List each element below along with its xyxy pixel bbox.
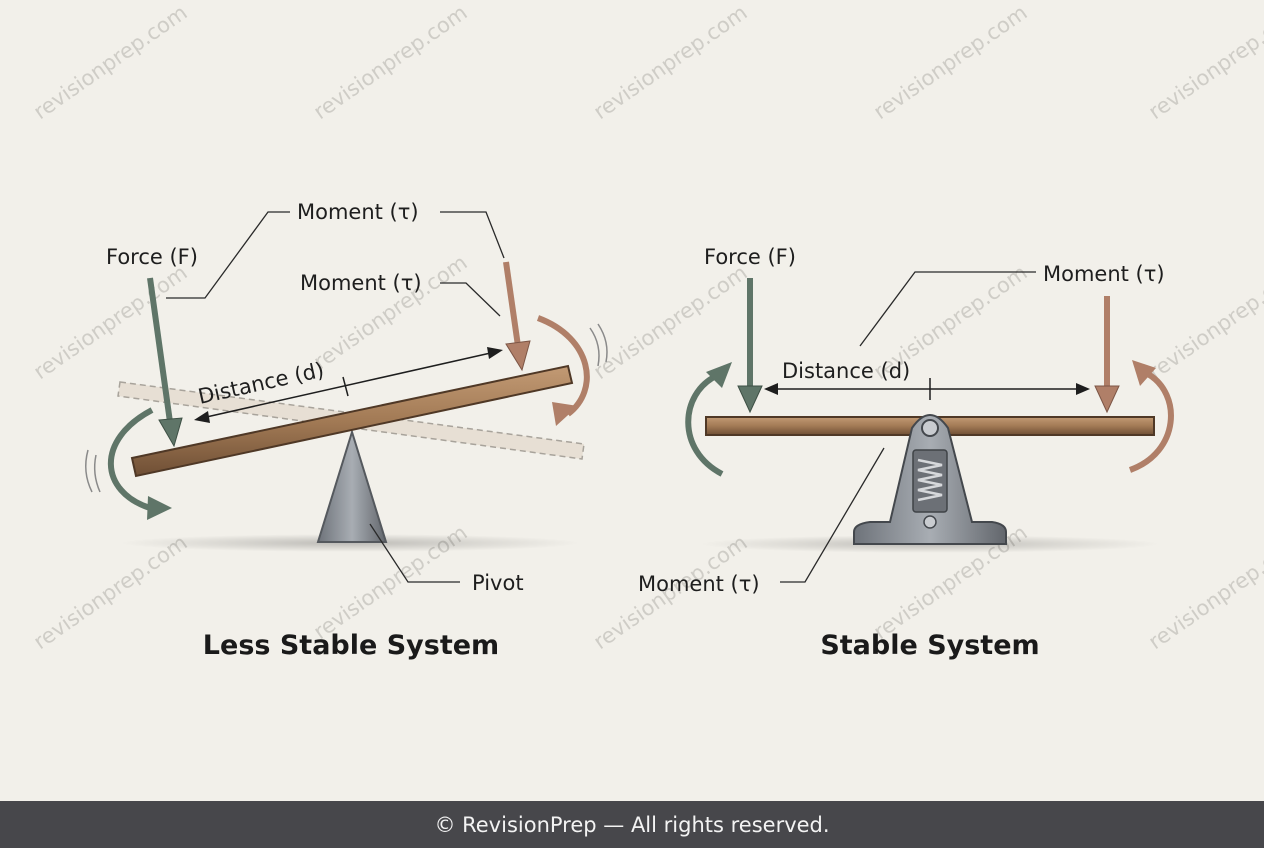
spring-support	[853, 414, 1007, 545]
watermark-text: revisionprep.com	[589, 0, 752, 124]
distance-dimension	[764, 378, 1090, 400]
right-panel-title: Stable System	[820, 630, 1039, 661]
moment-arrow	[1094, 296, 1120, 414]
distance-dimension	[194, 347, 503, 423]
leader-lines-right	[780, 271, 1036, 583]
moment-label-top: Moment (τ)	[297, 200, 419, 224]
curved-rotation-arrow-left	[685, 362, 732, 477]
pivot-label: Pivot	[472, 571, 524, 595]
right-panel: Force (F) Moment (τ) Distance (d) Moment…	[638, 245, 1174, 661]
curved-rotation-arrow-left	[107, 407, 172, 520]
force-label: Force (F)	[704, 245, 796, 269]
distance-label: Distance (d)	[782, 359, 910, 383]
force-arrow	[147, 277, 183, 448]
left-panel-title: Less Stable System	[203, 630, 499, 661]
watermark-text: revisionprep.com	[309, 250, 472, 374]
watermark-text: revisionprep.com	[1144, 530, 1264, 654]
pivot-triangle	[316, 428, 388, 543]
force-label: Force (F)	[106, 245, 198, 269]
motion-lines-right	[589, 323, 608, 367]
curved-rotation-arrow-right	[1128, 360, 1174, 473]
force-arrow	[737, 278, 763, 414]
leader-lines-left	[166, 211, 505, 583]
moment-label-mid: Moment (τ)	[300, 271, 422, 295]
watermark-text: revisionprep.com	[1144, 0, 1264, 124]
curved-rotation-arrow-right	[536, 315, 590, 426]
watermark-layer: revisionprep.com revisionprep.com revisi…	[29, 0, 1264, 654]
copyright-footer: © RevisionPrep — All rights reserved.	[0, 801, 1264, 848]
moment-label-top: Moment (τ)	[1043, 262, 1165, 286]
watermark-text: revisionprep.com	[869, 0, 1032, 124]
watermark-text: revisionprep.com	[29, 0, 192, 124]
watermark-text: revisionprep.com	[29, 260, 192, 384]
watermark-text: revisionprep.com	[309, 0, 472, 124]
moment-label-bottom: Moment (τ)	[638, 572, 760, 596]
tilted-beam	[130, 364, 574, 478]
motion-lines-left	[85, 449, 101, 493]
watermark-text: revisionprep.com	[29, 530, 192, 654]
moment-arrow	[503, 261, 531, 372]
